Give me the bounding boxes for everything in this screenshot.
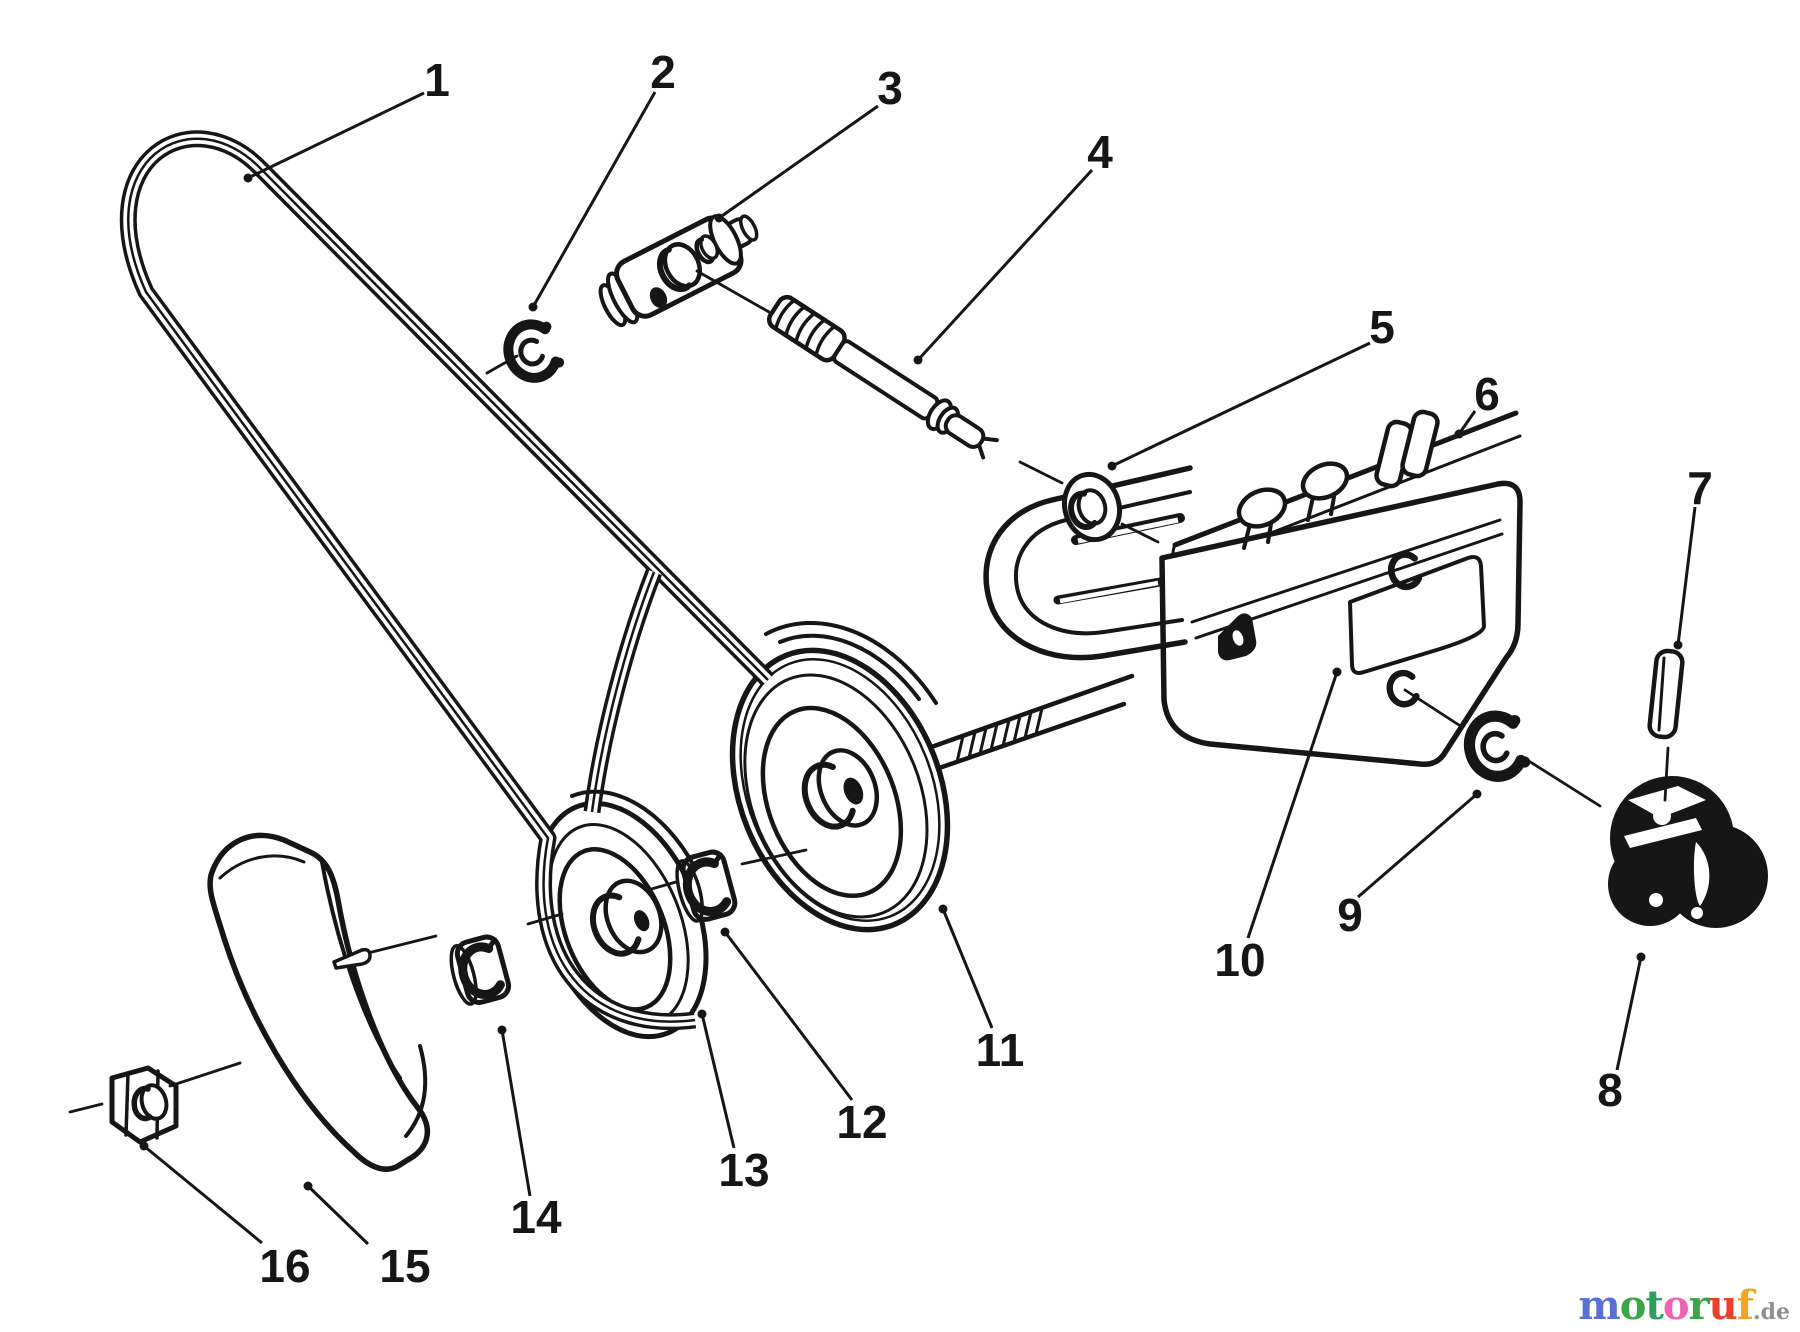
watermark-letter-6: f xyxy=(1736,1282,1754,1329)
callout-leader-5 xyxy=(1111,341,1371,468)
callout-leader-14 xyxy=(500,1029,532,1197)
callout-leader-dot-10 xyxy=(1332,667,1342,677)
e-clip xyxy=(1463,710,1531,782)
part-number-16: 16 xyxy=(259,1240,310,1292)
watermark-letter-4: r xyxy=(1688,1282,1710,1329)
large-pulley xyxy=(729,647,951,933)
callout-leader-4 xyxy=(916,168,1094,362)
part-number-3: 3 xyxy=(877,62,903,114)
callout-leader-3 xyxy=(718,104,879,220)
watermark-letter-5: u xyxy=(1708,1282,1738,1329)
callout-leader-dot-5 xyxy=(1107,461,1117,471)
small-pulley xyxy=(535,800,709,1040)
part-number-1: 1 xyxy=(424,54,450,106)
part-number-6: 6 xyxy=(1474,368,1500,420)
callout-leader-12 xyxy=(723,931,854,1101)
carriage-bolt xyxy=(1236,487,1288,550)
gearbox-decal xyxy=(1348,555,1486,675)
callout-leader-9 xyxy=(1357,792,1478,899)
callout-leader-2 xyxy=(531,91,657,308)
part-number-14: 14 xyxy=(510,1191,562,1243)
watermark-letter-3: o xyxy=(1662,1282,1690,1329)
carriage-bolt xyxy=(1300,461,1350,522)
watermark-suffix: .de xyxy=(1752,1299,1790,1325)
watermark-letter-0: m xyxy=(1578,1282,1620,1329)
threaded-rod xyxy=(766,294,999,460)
watermark-wordmark: motoruf xyxy=(1578,1282,1754,1329)
gearbox-bolt-tab xyxy=(1400,409,1440,479)
retaining-clip-mark xyxy=(1387,551,1423,591)
part-number-7: 7 xyxy=(1687,462,1713,514)
callout-leader-dot-4 xyxy=(913,355,923,365)
callout-leader-15 xyxy=(306,1184,370,1246)
v-belt xyxy=(119,130,938,1030)
guard-stud xyxy=(332,947,372,970)
belt-guard xyxy=(207,832,430,1172)
callout-leader-dot-13 xyxy=(697,1009,707,1019)
gearbox-bracket xyxy=(983,465,1193,661)
callout-leader-dot-7 xyxy=(1673,640,1683,650)
watermark-letter-2: t xyxy=(1645,1282,1664,1329)
e-clip xyxy=(503,319,565,383)
callout-leader-dot-15 xyxy=(303,1181,313,1191)
callout-leader-dot-11 xyxy=(938,904,948,914)
part-number-13: 13 xyxy=(718,1144,769,1196)
callout-leader-dot-2 xyxy=(528,302,538,312)
gearbox-housing xyxy=(1159,480,1523,768)
part-number-2: 2 xyxy=(650,46,676,98)
drive-hub xyxy=(1608,776,1768,928)
hex-nut xyxy=(109,1065,179,1145)
callout-leader-10 xyxy=(1246,671,1339,939)
assembly-axis-lines xyxy=(68,269,1670,1114)
clevis-pin xyxy=(1647,648,1685,740)
shaft-threads xyxy=(955,706,1044,764)
callout-leader-dot-9 xyxy=(1472,789,1482,799)
callout-leader-1 xyxy=(247,91,425,180)
callout-leader-dot-14 xyxy=(497,1025,507,1035)
part-number-12: 12 xyxy=(836,1096,887,1148)
part-number-10: 10 xyxy=(1214,934,1265,986)
callout-leader-8 xyxy=(1615,956,1643,1071)
flat-washer xyxy=(1061,471,1123,543)
callout-leader-16 xyxy=(143,1144,263,1245)
part-number-4: 4 xyxy=(1087,126,1113,178)
callout-leader-dot-12 xyxy=(720,927,730,937)
watermark-logo: motoruf.de xyxy=(1578,1286,1790,1326)
callout-leader-dot-3 xyxy=(714,213,724,223)
spacer xyxy=(675,849,738,923)
callout-leader-11 xyxy=(941,908,994,1029)
part-number-5: 5 xyxy=(1369,301,1395,353)
pivot-trunnion xyxy=(598,214,759,328)
callout-leader-7 xyxy=(1676,506,1697,646)
callout-leader-13 xyxy=(700,1013,736,1149)
part-number-8: 8 xyxy=(1597,1064,1623,1116)
watermark-letter-1: o xyxy=(1619,1282,1647,1329)
part-number-9: 9 xyxy=(1337,889,1363,941)
retaining-clip-mark xyxy=(1386,669,1420,708)
callout-leader-6 xyxy=(1457,410,1477,435)
part-number-15: 15 xyxy=(379,1240,430,1292)
spacer xyxy=(449,934,512,1006)
callout-leader-dot-8 xyxy=(1636,952,1646,962)
callout-leader-dot-16 xyxy=(139,1141,149,1151)
part-number-11: 11 xyxy=(976,1024,1025,1076)
callout-leader-dot-6 xyxy=(1454,429,1464,439)
callout-leader-dot-1 xyxy=(243,173,253,183)
